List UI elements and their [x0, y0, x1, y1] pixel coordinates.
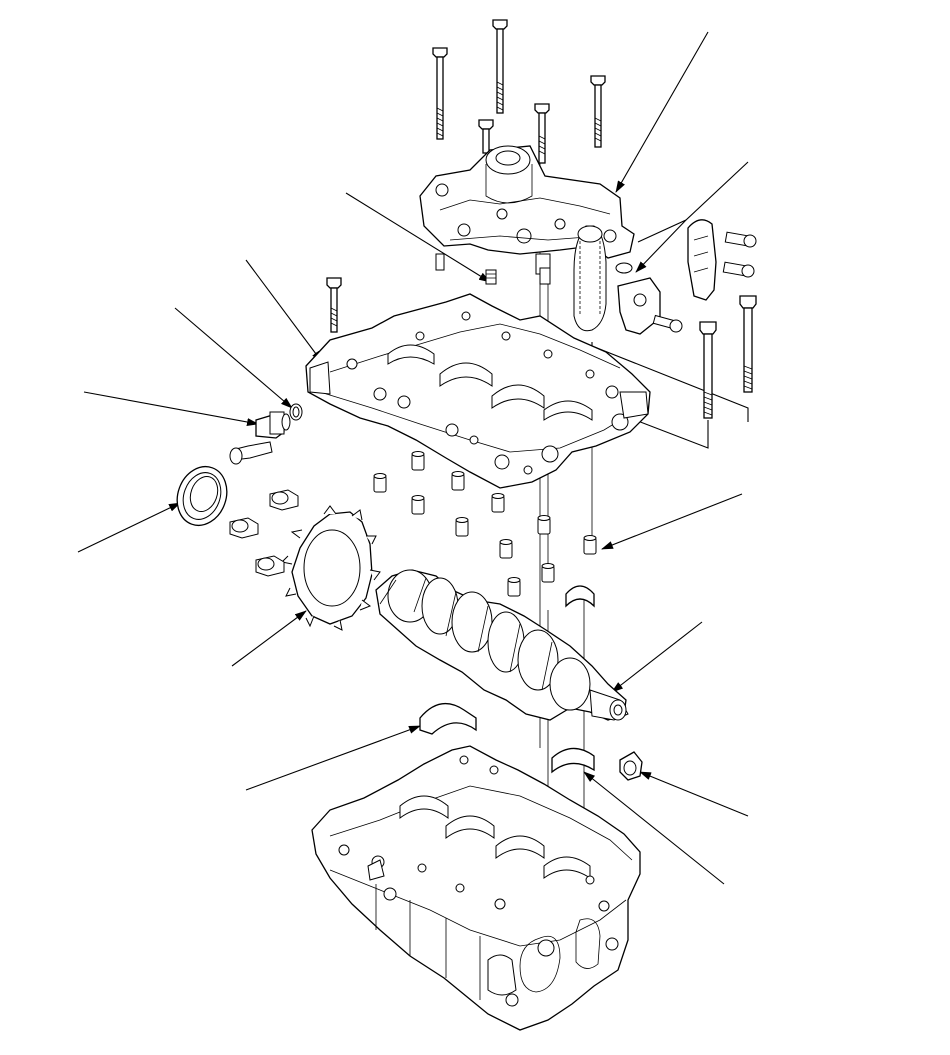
- top-bolts: [432, 19, 606, 164]
- oil-jet-icon: [619, 751, 643, 781]
- chain-icon: [573, 225, 607, 332]
- dowel-pin-icon: [411, 451, 425, 471]
- bearing-shell-icon: [565, 585, 595, 608]
- bolt-icon: [724, 231, 757, 248]
- bracket-long-bolts: [591, 342, 749, 422]
- leader-oil-pump: [615, 31, 709, 193]
- leader-oil-jet: [639, 771, 749, 817]
- bolt-icon: [229, 517, 259, 539]
- dowel-pin-icon: [485, 269, 497, 285]
- bolt-icon: [652, 314, 683, 333]
- sensor-icon: [255, 411, 291, 439]
- leader-o-ring: [174, 307, 293, 409]
- dowel-pin-icon: [411, 495, 425, 515]
- bolt-icon: [255, 555, 285, 577]
- dowel-pins: [373, 451, 597, 597]
- bolt-icon: [432, 47, 448, 140]
- leader-thrust-washer: [245, 725, 421, 791]
- bolt-icon: [229, 441, 273, 465]
- leader-lower-block: [245, 259, 323, 363]
- dowel-pin-icon: [373, 473, 387, 493]
- bolt-icon: [699, 321, 717, 419]
- leader-pulser-plate: [231, 610, 307, 667]
- bearings: [419, 585, 643, 781]
- leader-crankshaft: [611, 621, 703, 693]
- leader-lines: [77, 31, 749, 885]
- bolt-icon: [478, 119, 494, 154]
- bolt-icon: [590, 75, 606, 148]
- leader-oil-seal: [77, 502, 181, 553]
- crankshaft: [375, 569, 629, 721]
- dowel-pin-icon: [451, 471, 465, 491]
- dowel-pin-icon: [455, 517, 469, 537]
- bolt-icon: [326, 277, 342, 333]
- bolt-icon: [722, 261, 755, 278]
- dowel-pin-icon: [491, 493, 505, 513]
- leader-chain-tensioner-arrow: [635, 219, 687, 273]
- long-bolts: [326, 269, 757, 419]
- lower-block: [305, 293, 651, 489]
- bolt-icon: [739, 295, 757, 393]
- thrust-washer-icon: [419, 702, 477, 735]
- dowel-pin-icon: [537, 515, 551, 535]
- dowel-pin-icon: [541, 563, 555, 583]
- chain-tensioner: [615, 219, 757, 335]
- cylinder-block: [311, 745, 641, 1031]
- bolt-icon: [269, 489, 299, 511]
- sensor-assembly: [229, 403, 303, 465]
- dowel-pin-icon: [583, 535, 597, 555]
- leader-main-bearing: [583, 771, 725, 885]
- bracket-long-bolts-2: [629, 417, 709, 449]
- bearing-shell-icon: [551, 747, 595, 774]
- oil-seal-icon: [176, 465, 228, 527]
- leader-sensor: [83, 391, 259, 426]
- bolt-icon: [534, 103, 550, 164]
- leader-dowel-upper: [345, 192, 491, 283]
- bolt-icon: [492, 19, 508, 114]
- leader-dowel-right: [601, 493, 743, 550]
- pulser-plate: [229, 489, 381, 631]
- dowel-pin-icon: [499, 539, 513, 559]
- dowel-pin-icon: [507, 577, 521, 597]
